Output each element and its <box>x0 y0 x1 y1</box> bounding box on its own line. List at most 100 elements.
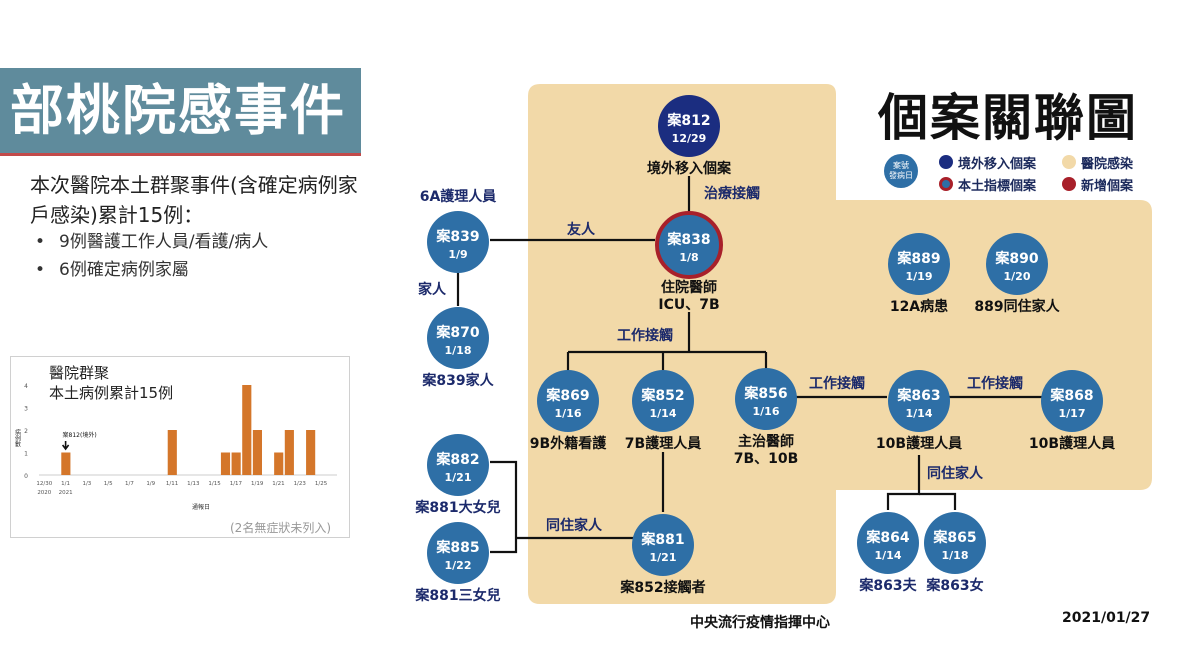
x-tick-label: 12/30 <box>36 481 52 487</box>
legend-label-new: 新增個案 <box>1081 179 1134 194</box>
case-id: 案889 <box>896 250 940 267</box>
edge-label-treat: 治療接觸 <box>704 185 760 202</box>
case-id: 案812 <box>666 112 710 129</box>
x-tick-label: 1/15 <box>208 481 221 487</box>
x-tick-label: 1/5 <box>104 481 113 487</box>
case-label: 10B護理人員 <box>1029 435 1115 452</box>
case-onset-date: 1/9 <box>448 248 467 261</box>
bullet-item: 6例確定病例家屬 <box>35 256 355 284</box>
x-axis-label: 通報日 <box>192 503 210 511</box>
case-label: ICU、7B <box>658 297 719 313</box>
x-tick-label: 1/19 <box>251 481 264 487</box>
y-axis-label: 病例數 <box>14 428 21 448</box>
case-node-circle <box>735 368 797 430</box>
bar-1/17 <box>231 452 241 475</box>
y-tick-label: 2 <box>24 428 28 435</box>
case-onset-date: 1/22 <box>445 559 472 572</box>
case-node-circle <box>888 370 950 432</box>
case-label: 12A病患 <box>890 298 948 315</box>
x-tick-label: 2020 <box>37 490 51 496</box>
x-tick-label: 1/21 <box>272 481 284 487</box>
case-id: 案864 <box>865 529 909 546</box>
case-id: 案856 <box>743 385 787 402</box>
case-label: 案863女 <box>925 577 983 594</box>
case-id: 案885 <box>435 539 479 556</box>
case-node-circle <box>632 514 694 576</box>
x-tick-label: 1/9 <box>146 481 155 487</box>
bar-1/11 <box>167 430 177 475</box>
y-tick-label: 0 <box>24 473 28 480</box>
case-id: 案865 <box>932 529 976 546</box>
case-node-circle <box>427 307 489 369</box>
legend: 案號 發病日 境外移入個案 醫院感染 本土指標個案 新增個案 <box>884 150 1154 196</box>
legend-swatch-hospital <box>1062 155 1076 169</box>
case-onset-date: 1/18 <box>942 549 969 562</box>
case-id: 案863 <box>896 387 940 404</box>
legend-key: 案號 發病日 <box>884 154 918 188</box>
case-node-circle <box>888 233 950 295</box>
case-id: 案870 <box>435 324 479 341</box>
bullet-item: 9例醫護工作人員/看護/病人 <box>35 228 355 256</box>
edge-863-864 <box>886 455 921 510</box>
legend-label-import: 境外移入個案 <box>958 157 1037 172</box>
case-node-circle <box>427 434 489 496</box>
case-id: 案881 <box>640 531 684 548</box>
case-onset-date: 1/14 <box>906 407 933 420</box>
summary-bullets: 9例醫護工作人員/看護/病人 6例確定病例家屬 <box>35 228 355 284</box>
case-node-circle <box>857 512 919 574</box>
x-tick-label: 2021 <box>59 490 73 496</box>
legend-key-bottom: 發病日 <box>889 171 913 180</box>
case-label: 主治醫師 <box>738 433 794 450</box>
case-onset-date: 1/16 <box>753 405 780 418</box>
summary-text: 本次醫院本土群聚事件(含確定病例家戶感染)累計15例： <box>30 173 358 227</box>
case-onset-date: 1/19 <box>906 270 933 283</box>
case-id: 案882 <box>435 451 479 468</box>
case-node-circle <box>1041 370 1103 432</box>
case-onset-date: 1/21 <box>650 551 677 564</box>
chart-annotation: 案812(境外) <box>63 431 97 439</box>
case-label: 889同住家人 <box>974 298 1060 315</box>
case-node-circle <box>658 95 720 157</box>
case-onset-date: 1/20 <box>1004 270 1031 283</box>
chart-title: 醫院群聚本土病例累計15例 <box>49 363 173 403</box>
case-onset-date: 12/29 <box>672 132 707 145</box>
edge-863-865 <box>919 492 957 510</box>
case-id: 案869 <box>545 387 589 404</box>
bar-1/1 <box>61 452 71 475</box>
page-title: 部桃院感事件 <box>10 79 346 142</box>
case-id: 案890 <box>994 250 1038 267</box>
bar-1/18 <box>242 385 252 475</box>
case-onset-date: 1/14 <box>875 549 902 562</box>
footer-center: 中央流行疫情指揮中心 <box>690 615 830 631</box>
case-onset-date: 1/8 <box>679 251 698 264</box>
case-label: 10B護理人員 <box>876 435 962 452</box>
case-node-circle <box>537 370 599 432</box>
case-node-889: 案889 1/19 12A病患 <box>888 233 950 315</box>
bar-1/19 <box>252 430 262 475</box>
x-tick-label: 1/23 <box>294 481 307 487</box>
legend-swatch-import <box>939 155 953 169</box>
x-tick-label: 1/3 <box>82 481 91 487</box>
case-label: 案881三女兒 <box>414 587 500 604</box>
edge-label-friend: 友人 <box>567 221 596 238</box>
edge-label-work1: 工作接觸 <box>617 327 673 344</box>
case-label: 案839家人 <box>421 372 494 389</box>
legend-key-top: 案號 <box>893 161 909 170</box>
case-onset-date: 1/14 <box>650 407 677 420</box>
case-onset-date: 1/16 <box>555 407 582 420</box>
case-node-circle <box>427 522 489 584</box>
x-tick-label: 1/1 <box>61 481 70 487</box>
chart-note: (2名無症狀未列入) <box>230 521 331 535</box>
edge-label-cohab1: 同住家人 <box>546 517 603 534</box>
